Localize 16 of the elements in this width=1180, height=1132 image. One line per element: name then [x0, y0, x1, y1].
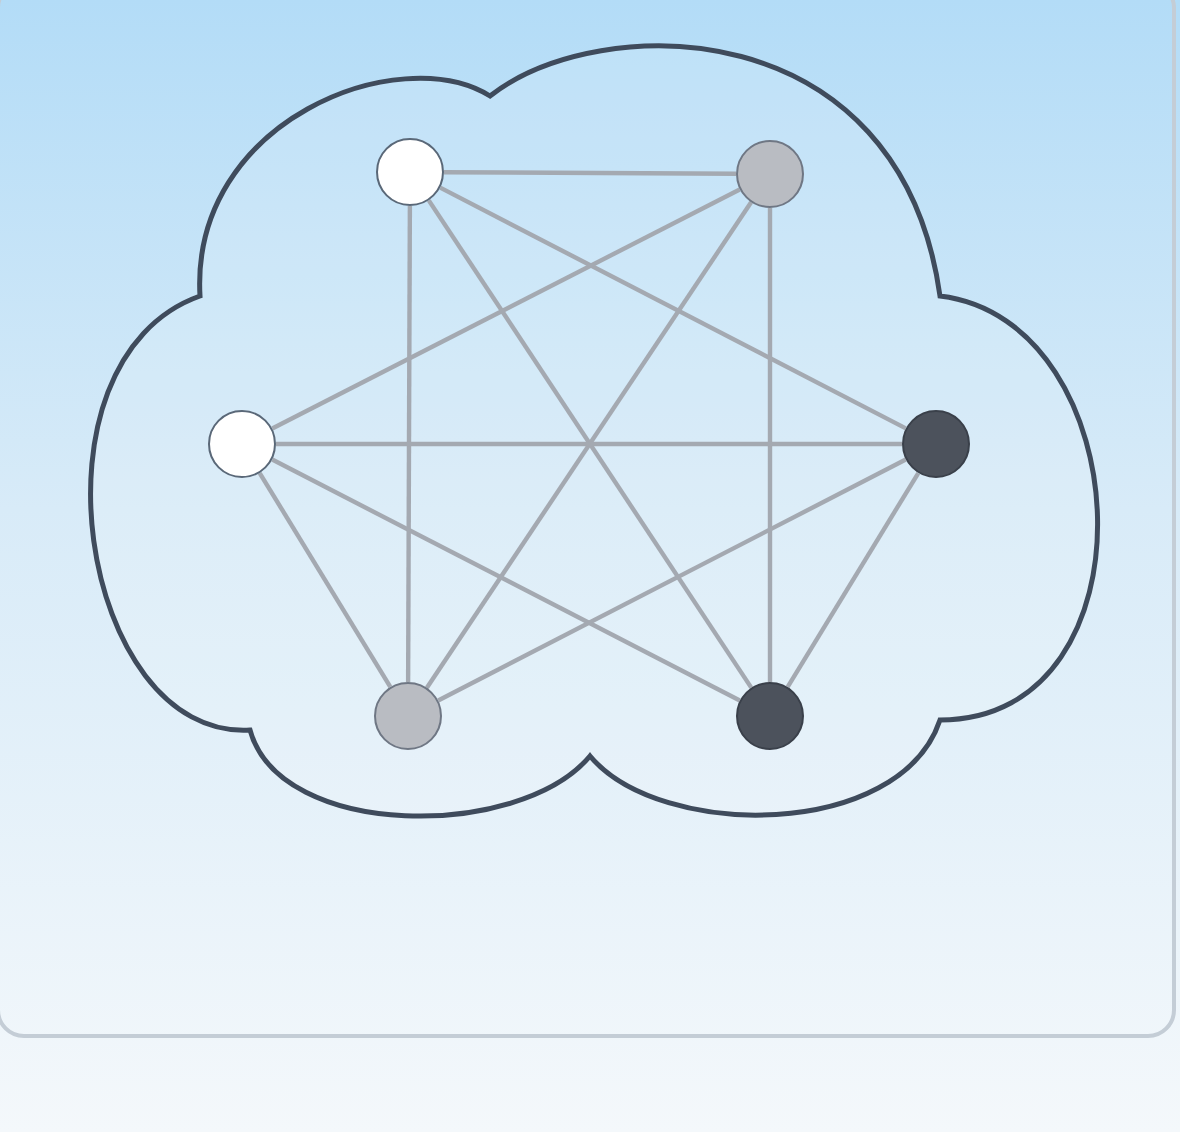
connector-line — [271, 187, 741, 431]
connector-line — [276, 441, 902, 447]
connector-line — [437, 457, 907, 703]
connector-line — [767, 208, 773, 682]
node-circle — [374, 682, 442, 750]
connector-line — [444, 170, 736, 176]
connector-line — [785, 471, 921, 689]
connector-line — [257, 471, 393, 689]
node-circle — [736, 140, 804, 208]
connector-line — [405, 206, 413, 682]
node-circle — [902, 410, 970, 478]
node-circle — [376, 138, 444, 206]
connector-line — [439, 185, 907, 431]
node-circle — [736, 682, 804, 750]
node-circle — [208, 410, 276, 478]
connector-line — [271, 457, 741, 703]
